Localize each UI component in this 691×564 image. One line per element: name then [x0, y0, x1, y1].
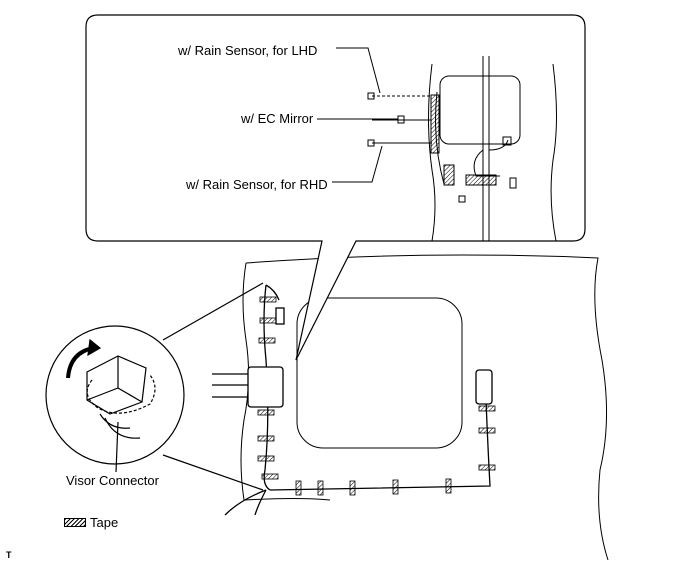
mirror-module-outline [439, 75, 521, 145]
tape-mark [465, 174, 497, 186]
tape-mark [478, 427, 496, 434]
sunroof-opening [296, 297, 463, 449]
tape-mark [295, 480, 302, 496]
tape-mark [258, 337, 276, 344]
tape-mark [430, 94, 440, 154]
tape-mark [478, 464, 496, 471]
legend-tape-label: Tape [90, 515, 119, 530]
figure-code: T [6, 550, 12, 560]
visor-connector-zoom [45, 282, 264, 491]
callout-detail-drawing [317, 47, 557, 242]
detail-callout [85, 14, 586, 361]
label-visor-connector: Visor Connector [66, 473, 159, 488]
tape-mark [259, 296, 277, 303]
tape-mark [478, 405, 496, 412]
tape-mark [257, 409, 275, 416]
label-ec-mirror: w/ EC Mirror [241, 111, 314, 126]
tape-mark [349, 480, 356, 496]
tape-mark [392, 479, 399, 495]
tape-mark [443, 164, 455, 186]
legend: Tape [64, 515, 118, 530]
tape-mark [445, 478, 452, 494]
tape-mark [261, 473, 279, 480]
mirror-module [247, 366, 284, 408]
headliner-panel [240, 254, 609, 561]
label-rain-sensor-lhd: w/ Rain Sensor, for LHD [178, 43, 318, 58]
wire-harness [212, 284, 493, 516]
label-rain-sensor-rhd: w/ Rain Sensor, for RHD [186, 177, 328, 192]
tape-mark [317, 480, 324, 496]
tape-mark [257, 435, 275, 442]
tape-mark [259, 317, 277, 324]
harness-tape-marks [257, 296, 496, 496]
tape-swatch-icon [64, 518, 86, 527]
tape-mark [257, 455, 275, 462]
